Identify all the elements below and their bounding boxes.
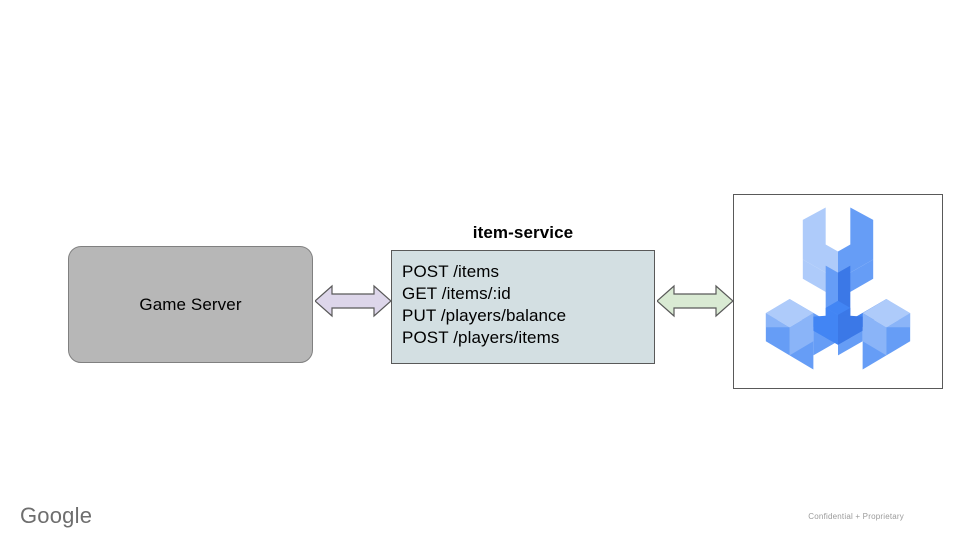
endpoint-line: PUT /players/balance [402, 306, 567, 325]
node-game-server[interactable]: Game Server [68, 246, 313, 363]
endpoint-line: GET /items/:id [402, 284, 511, 303]
connector-game-server-to-item-service[interactable] [315, 284, 391, 318]
isometric-three-prong-wrench-icon [765, 207, 911, 369]
confidentiality-note: Confidential + Proprietary [808, 512, 904, 521]
endpoint-line: POST /items [402, 262, 500, 281]
google-wordmark: Google [20, 503, 93, 528]
connector-item-service-to-logo-panel[interactable] [657, 284, 733, 318]
node-item-service[interactable]: POST /items GET /items/:id PUT /players/… [391, 250, 655, 364]
endpoint-line: POST /players/items [402, 328, 560, 347]
logo-panel [733, 194, 943, 389]
double-arrow-shape [315, 284, 391, 318]
double-arrow-shape [657, 284, 733, 318]
node-item-service-title: item-service [472, 223, 574, 242]
node-game-server-label: Game Server [139, 295, 242, 314]
